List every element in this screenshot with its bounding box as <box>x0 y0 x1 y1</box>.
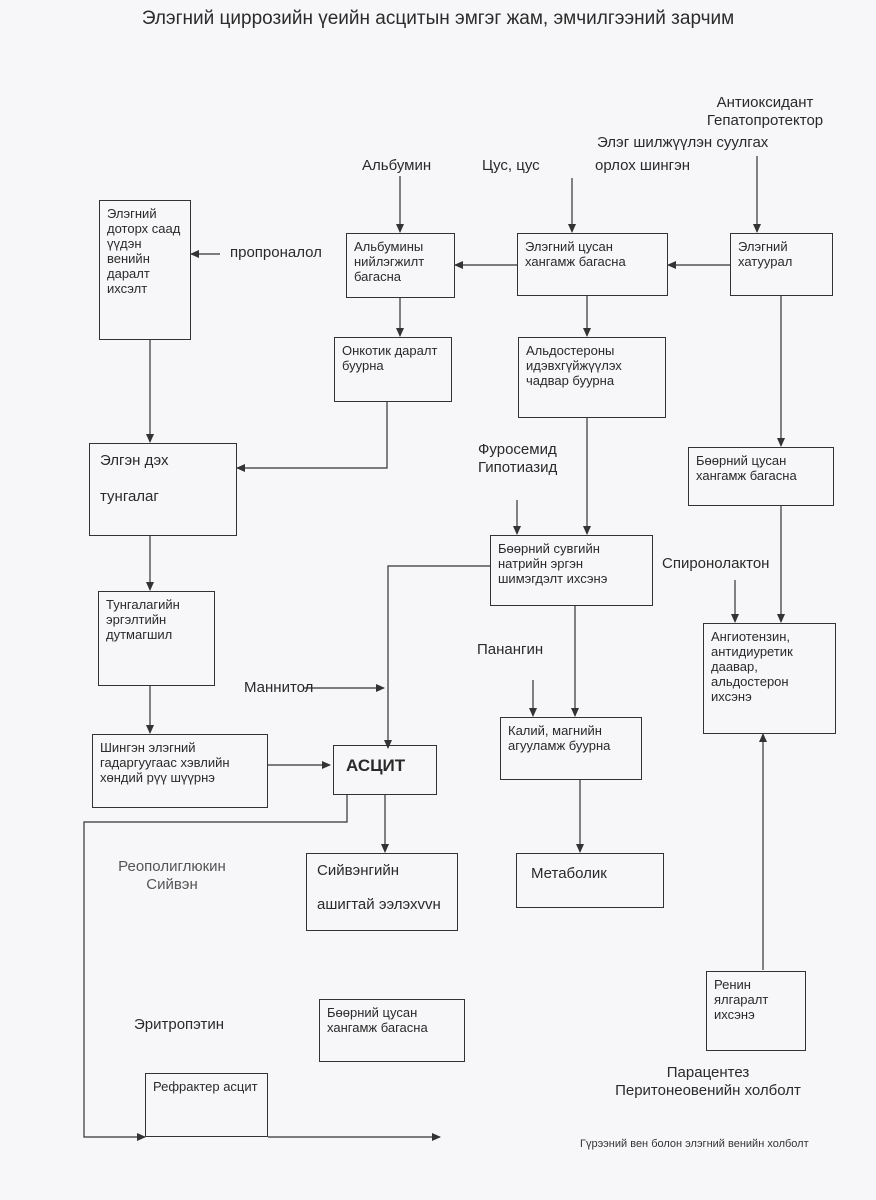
antioxidant-line1: Антиоксидант <box>716 94 814 111</box>
blood-label: Цус, цус <box>482 157 540 174</box>
paracentesis-line1: Парацентез <box>666 1064 750 1081</box>
sodium-reabsorption-box: Бөөрний сувгийн натрийн эргэн шимэгдэлт … <box>490 535 653 606</box>
antioxidant-line2: Гепатопротектор <box>706 112 824 129</box>
antioxidant-label: Антиоксидант Гепатопротектор <box>690 94 840 130</box>
diet-box: Сийвэнгийн ашигтай ээлэхvvн <box>306 853 458 931</box>
plasma-label: Сийвэн <box>146 876 198 893</box>
aldosterone-box: Альдостероны идэвхгүйжүүлэх чадвар буурн… <box>518 337 666 418</box>
renal-blood-supply-box-1: Бөөрний цусан хангамж багасна <box>688 447 834 506</box>
angiotensin-box: Ангиотензин, антидиуретик даавар, альдос… <box>703 623 836 734</box>
albumin-label: Альбумин <box>362 157 432 174</box>
liver-hardening-box: Элэгний хатуурал <box>730 233 833 296</box>
ascites-box: АСЦИТ <box>333 745 437 795</box>
mannitol-label: Маннитол <box>244 679 314 696</box>
refractory-ascites-box: Рефрактер асцит <box>145 1073 268 1137</box>
paracentesis-label: Парацентез Перитонеовенийн холболт <box>605 1064 811 1100</box>
renin-release-box: Ренин ялгаралт ихсэнэ <box>706 971 806 1051</box>
diagram-title: Элэгний циррозийн үеийн асцитын эмгэг жа… <box>141 8 735 29</box>
propranolol-label: пропроналол <box>230 244 322 261</box>
panangin-label: Панангин <box>477 641 544 658</box>
peritoneovenous-shunt-label: Перитонеовенийн холболт <box>615 1082 801 1099</box>
albumin-synthesis-box: Альбумины нийлэгжилт багасна <box>346 233 455 298</box>
hypothiazide-label: Гипотиазид <box>478 459 558 476</box>
spironolactone-label: Спиронолактон <box>662 555 770 572</box>
diet-line1: Сийвэнгийн <box>317 862 400 879</box>
diuretics-label: Фуросемид Гипотиазид <box>478 441 557 477</box>
excess-lymph-line1: Элгэн дэх <box>100 452 169 469</box>
potassium-box: Калий, магнийн агууламж буурна <box>500 717 642 780</box>
furosemide-label: Фуросемид <box>478 441 557 458</box>
rheopolyglucin-label: Реополиглюкин Сийвэн <box>102 858 242 894</box>
metabolic-box: Метаболик <box>516 853 664 908</box>
diet-line2: ашигтай ээлэхvvн <box>317 896 441 913</box>
footnote: Гүрээний вен болон элэгний венийн холбол… <box>580 1138 809 1150</box>
fluid-leak-box: Шингэн элэгний гадаргуугаас хэвлийн хөнд… <box>92 734 268 808</box>
excess-lymph-box: Элгэн дэх тунгалаг <box>89 443 237 536</box>
hepatic-blood-supply-box: Элэгний цусан хангамж багасна <box>517 233 668 296</box>
antioxidant-line3: Элэг шилжүүлэн суулгах <box>597 134 769 151</box>
portal-pressure-box: Элэгний доторх саад үүдэн венийн даралт … <box>99 200 191 340</box>
substitute-fluid-label: орлох шингэн <box>595 157 691 174</box>
excess-lymph-line2: тунгалаг <box>100 488 159 505</box>
rheopolyglucin-line1: Реополиглюкин <box>118 858 226 875</box>
renal-blood-supply-box-2: Бөөрний цусан хангамж багасна <box>319 999 465 1062</box>
erythropoietin-label: Эритропэтин <box>134 1016 225 1033</box>
lymph-circulation-box: Тунгалагийн эргэлтийн дутмагшил <box>98 591 215 686</box>
oncotic-pressure-box: Онкотик даралт буурна <box>334 337 452 402</box>
